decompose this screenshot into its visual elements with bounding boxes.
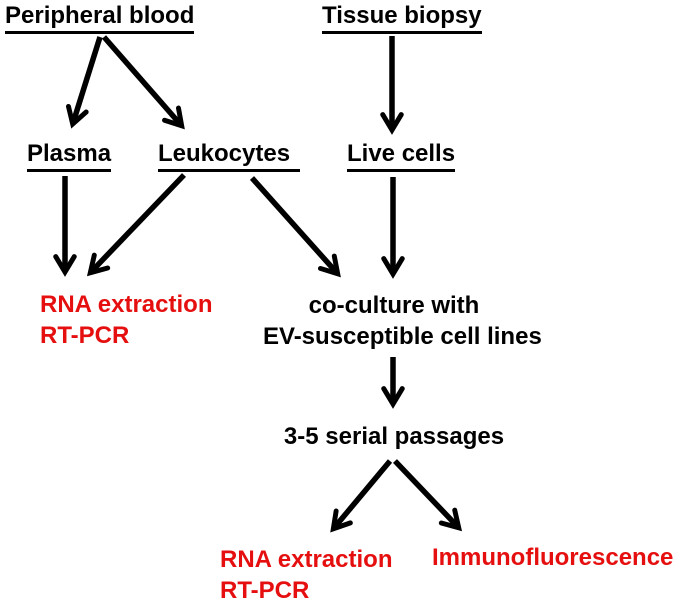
arrow-leukocytes-to-co-culture [249,176,341,278]
node-plasma-label: Plasma [27,140,112,172]
node-rna-extraction-rt-pcr-left: RNA extraction RT-PCR [40,289,212,351]
node-leukocytes: Leukocytes [158,140,301,172]
node-plasma: Plasma [27,140,112,172]
node-tissue-biopsy: Tissue biopsy [322,2,482,34]
node-tissue-biopsy-label: Tissue biopsy [322,2,482,34]
rt-pcr-bottom-line2: RT-PCR [220,577,310,603]
co-culture-line2: EV-susceptible cell lines [263,323,542,350]
immunofluorescence-label: Immunofluorescence [432,544,674,571]
rt-pcr-left-line2: RT-PCR [40,322,130,349]
arrow-peripheral-blood-to-plasma [65,36,103,129]
rna-extraction-left-line1: RNA extraction [40,291,213,318]
node-live-cells: Live cells [347,140,456,172]
serial-passages-label: 3-5 serial passages [283,423,505,450]
node-peripheral-blood: Peripheral blood [5,2,195,34]
arrow-serial-passages-to-immunofluorescence [393,459,463,532]
co-culture-line1: co-culture with [308,292,480,319]
node-leukocytes-label: Leukocytes [158,140,301,172]
node-live-cells-label: Live cells [347,140,456,172]
node-serial-passages: 3-5 serial passages [263,423,525,451]
node-co-culture-ev-susceptible-cell-lines: co-culture with EV-susceptible cell line… [263,290,542,352]
arrow-leukocytes-to-rna-extraction [86,173,186,277]
node-peripheral-blood-label: Peripheral blood [5,2,195,34]
arrow-serial-passages-to-rna-extraction [330,459,393,533]
rna-extraction-bottom-line1: RNA extraction [220,546,393,573]
node-immunofluorescence: Immunofluorescence [432,544,673,572]
node-rna-extraction-rt-pcr-bottom: RNA extraction RT-PCR [220,544,392,603]
arrow-peripheral-blood-to-leukocytes [101,35,185,130]
